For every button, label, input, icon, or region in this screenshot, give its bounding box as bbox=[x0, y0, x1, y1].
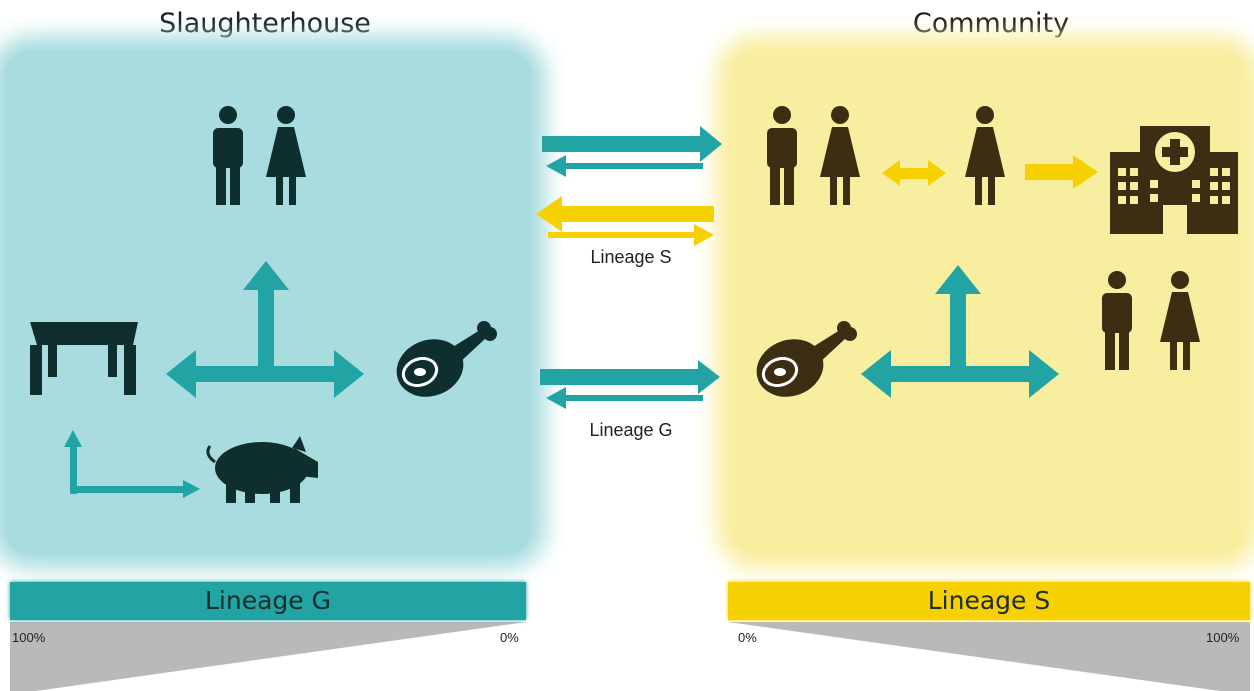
lineage-g-start-percent: 100% bbox=[12, 630, 46, 645]
lineage-s-bar: Lineage S bbox=[728, 582, 1250, 620]
lineage-s-end-percent: 100% bbox=[1206, 630, 1240, 645]
table-icon bbox=[30, 322, 138, 395]
pig-icon bbox=[206, 436, 318, 503]
lineage-g-end-percent: 0% bbox=[500, 630, 519, 645]
man-icon bbox=[213, 106, 243, 205]
slaughterhouse-flow-arrows bbox=[64, 261, 364, 498]
lineage-s-proportion-wedge bbox=[728, 622, 1250, 691]
lineage-s-flow-label: Lineage S bbox=[590, 247, 672, 267]
community-flow-arrows bbox=[861, 265, 1059, 398]
slaughterhouse-title: Slaughterhouse bbox=[159, 8, 371, 39]
lineage-g-bar: Lineage G bbox=[10, 582, 526, 620]
woman-icon bbox=[820, 106, 860, 205]
lineage-s-start-percent: 0% bbox=[738, 630, 757, 645]
community-transmission-arrows bbox=[882, 155, 1098, 189]
woman-icon bbox=[1160, 271, 1200, 370]
lineage-g-flow-label: Lineage G bbox=[589, 420, 673, 440]
exchange-arrows bbox=[536, 126, 722, 409]
man-icon bbox=[1102, 271, 1132, 370]
lineage-g-proportion-wedge bbox=[10, 622, 526, 691]
community-title: Community bbox=[912, 8, 1070, 39]
hospital-icon bbox=[1110, 126, 1238, 234]
ham-icon bbox=[386, 319, 499, 408]
woman-icon bbox=[266, 106, 306, 205]
ham-icon bbox=[746, 319, 859, 408]
man-icon bbox=[767, 106, 797, 205]
woman-icon bbox=[965, 106, 1005, 205]
